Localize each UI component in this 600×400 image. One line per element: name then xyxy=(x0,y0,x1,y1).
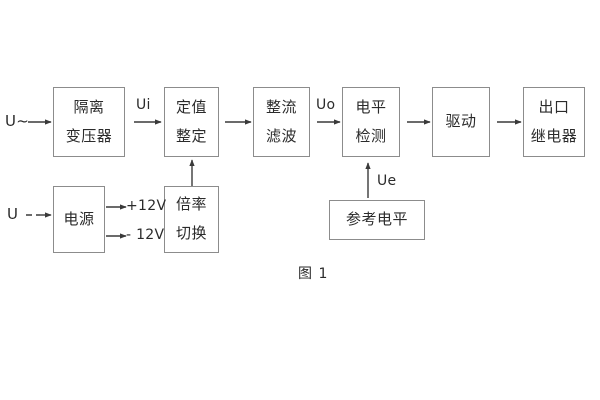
block-label-line2: 检测 xyxy=(355,126,387,145)
block-output-relay[interactable]: 出口 继电器 xyxy=(523,87,585,157)
block-label-line1: 定值 xyxy=(175,97,207,116)
block-isolation-transformer[interactable]: 隔离 变压器 xyxy=(53,87,125,157)
block-drive[interactable]: 驱动 xyxy=(432,87,490,157)
label-rail-negative: - 12V xyxy=(126,227,165,243)
block-label-line2: 滤波 xyxy=(265,126,297,145)
label-ue: Ue xyxy=(377,173,397,189)
label-uo: Uo xyxy=(316,97,336,113)
block-multiplier-switch[interactable]: 倍率 切换 xyxy=(164,186,219,253)
block-label-line1: 参考电平 xyxy=(345,210,408,229)
block-label-line2: 变压器 xyxy=(65,126,113,145)
block-label-line1: 电平 xyxy=(355,97,387,116)
block-label-line2: 整定 xyxy=(175,126,207,145)
block-rectify-filter[interactable]: 整流 滤波 xyxy=(253,87,310,157)
block-reference-level[interactable]: 参考电平 xyxy=(329,200,425,240)
block-setting-value[interactable]: 定值 整定 xyxy=(164,87,219,157)
block-level-detection[interactable]: 电平 检测 xyxy=(342,87,400,157)
block-label-line2: 切换 xyxy=(175,224,207,242)
label-ui: Ui xyxy=(136,97,151,113)
block-label-line2: 继电器 xyxy=(530,126,578,145)
label-rail-positive: +12V xyxy=(126,198,167,214)
block-label-line1: 驱动 xyxy=(445,112,477,131)
block-power-supply[interactable]: 电源 xyxy=(53,186,105,253)
figure-caption: 图 1 xyxy=(298,266,329,282)
label-input-ac: U~ xyxy=(5,112,30,130)
block-label-line1: 电源 xyxy=(63,209,95,228)
block-label-line1: 倍率 xyxy=(175,195,207,214)
block-label-line1: 隔离 xyxy=(73,97,105,116)
label-input-dc: U xyxy=(7,205,19,223)
block-label-line1: 出口 xyxy=(538,97,570,116)
block-label-line1: 整流 xyxy=(265,97,297,116)
